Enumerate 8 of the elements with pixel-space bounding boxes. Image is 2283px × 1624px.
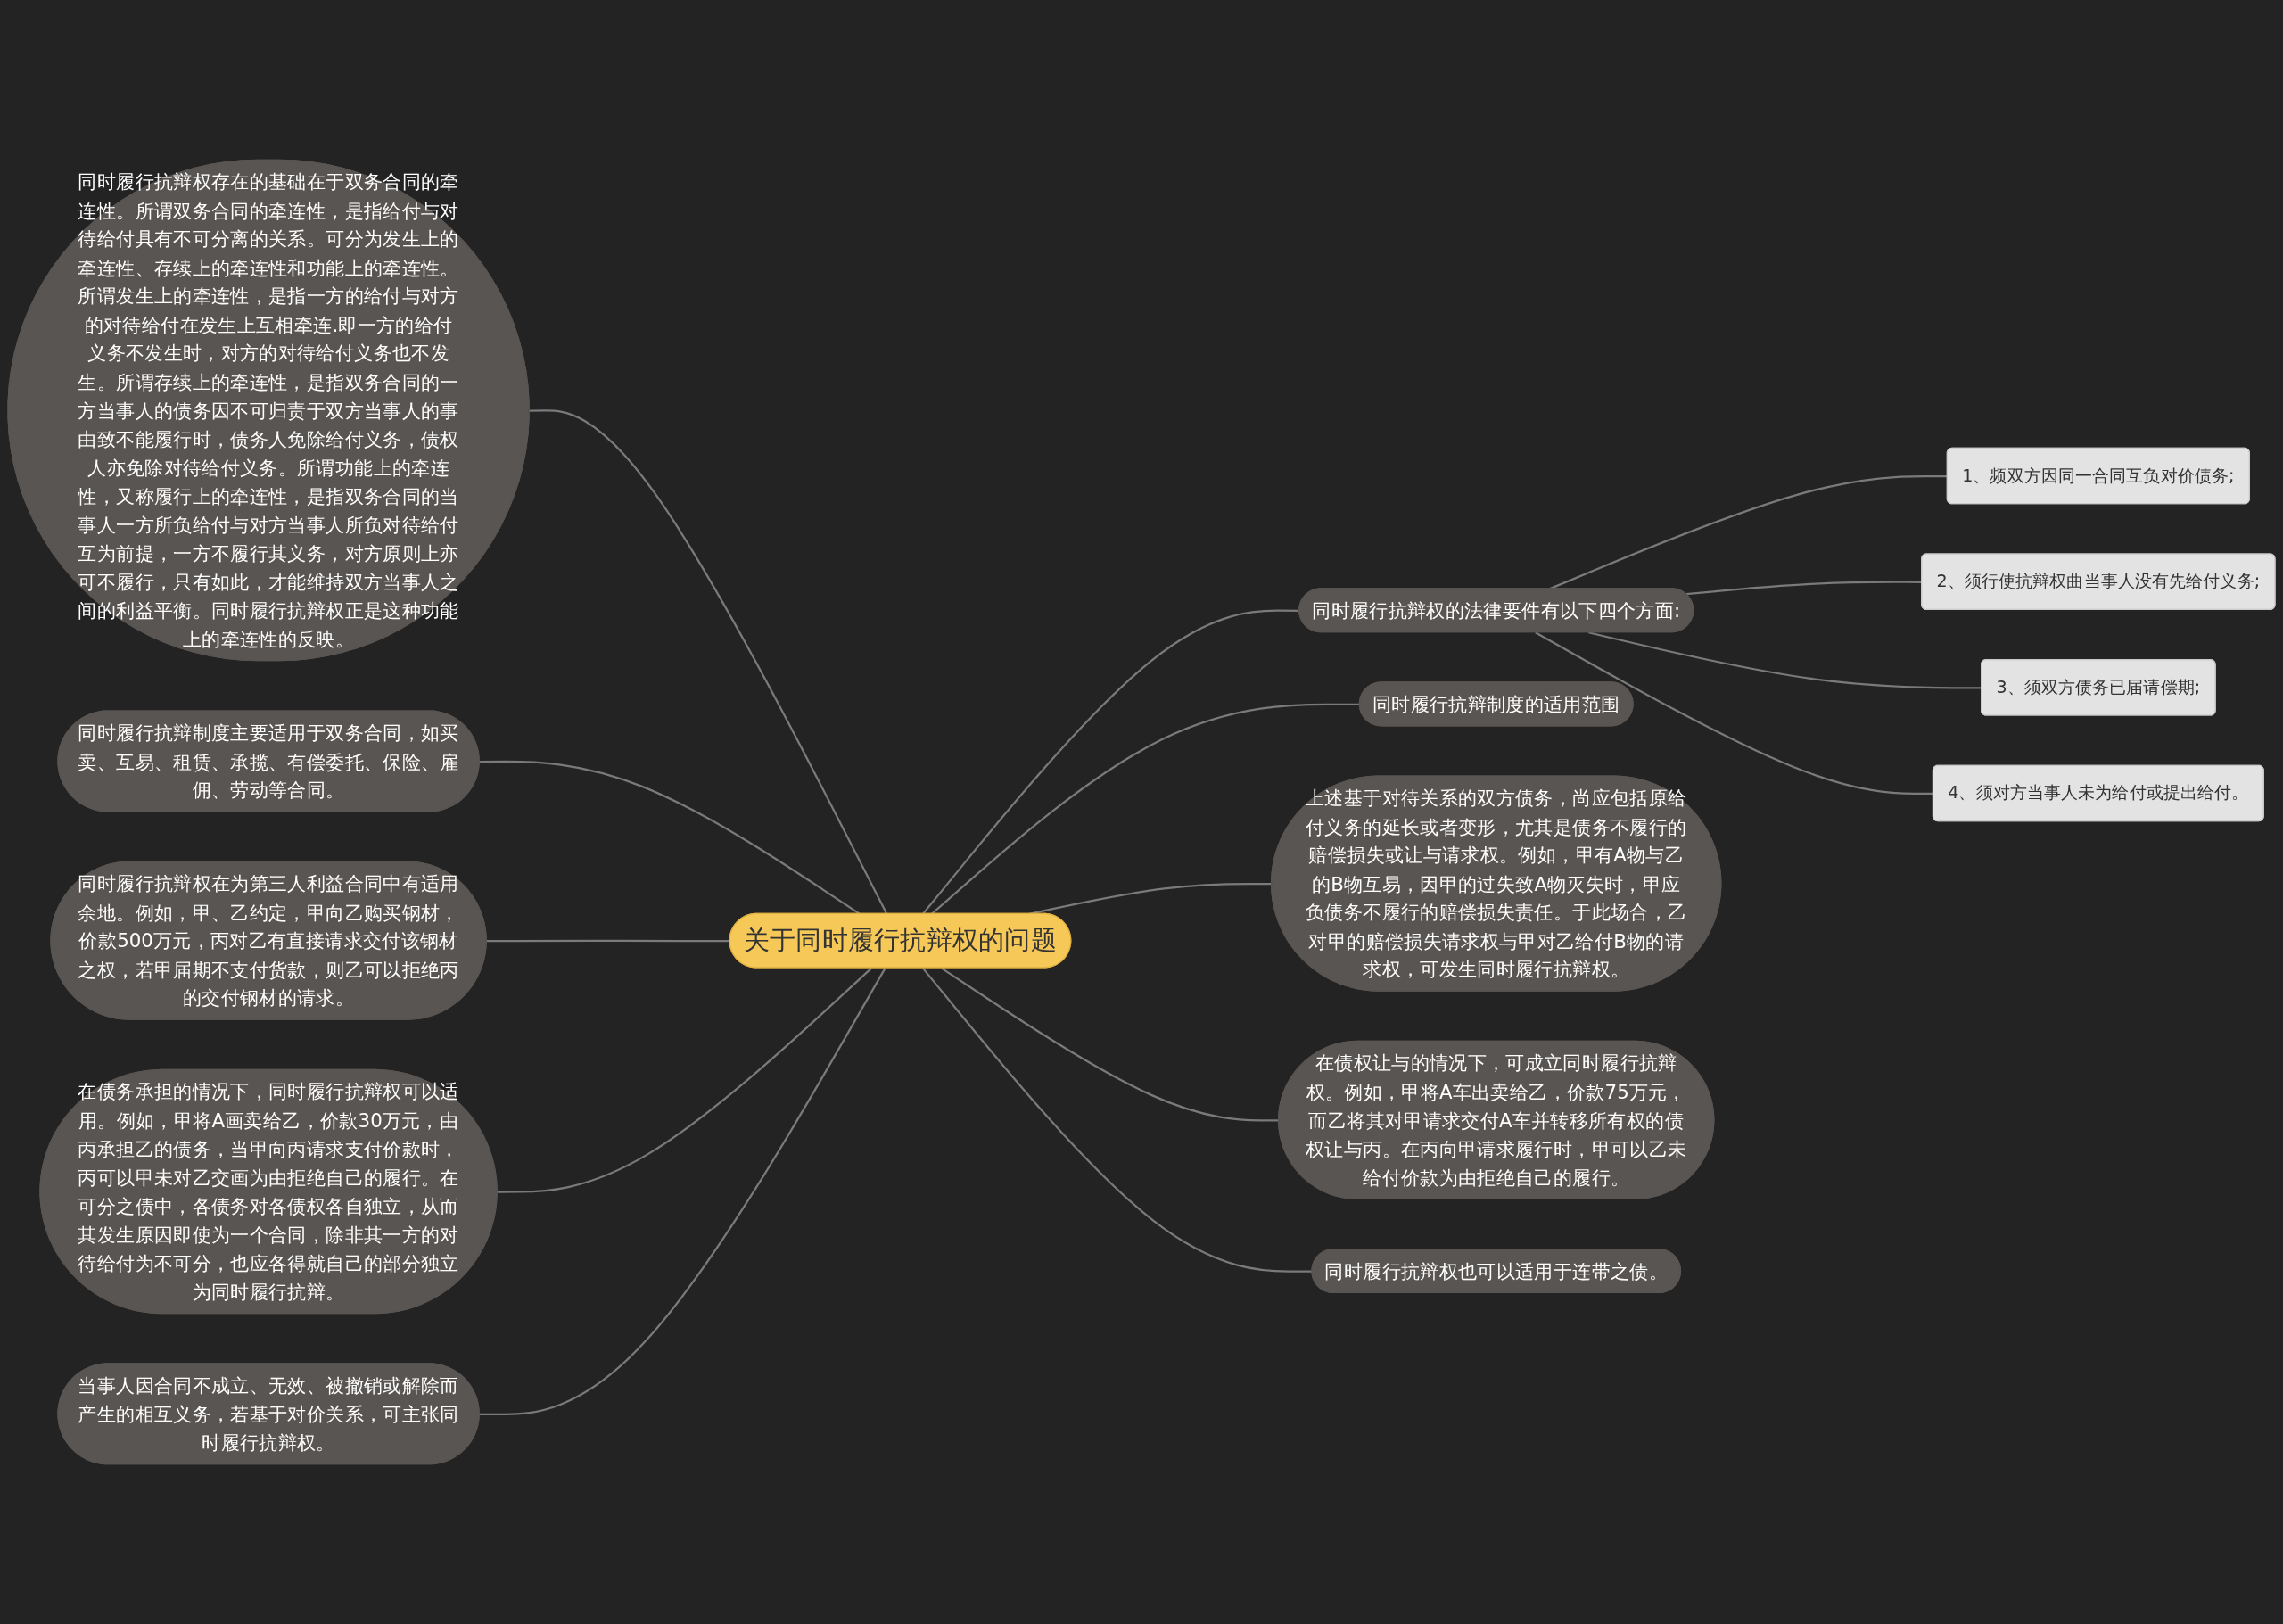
connector (930, 703, 1360, 915)
connector (479, 760, 861, 915)
connector (921, 967, 1313, 1273)
connector (529, 409, 888, 915)
connector (1535, 631, 1933, 796)
connector (497, 967, 872, 1193)
connector (479, 968, 886, 1415)
connector (486, 939, 730, 943)
